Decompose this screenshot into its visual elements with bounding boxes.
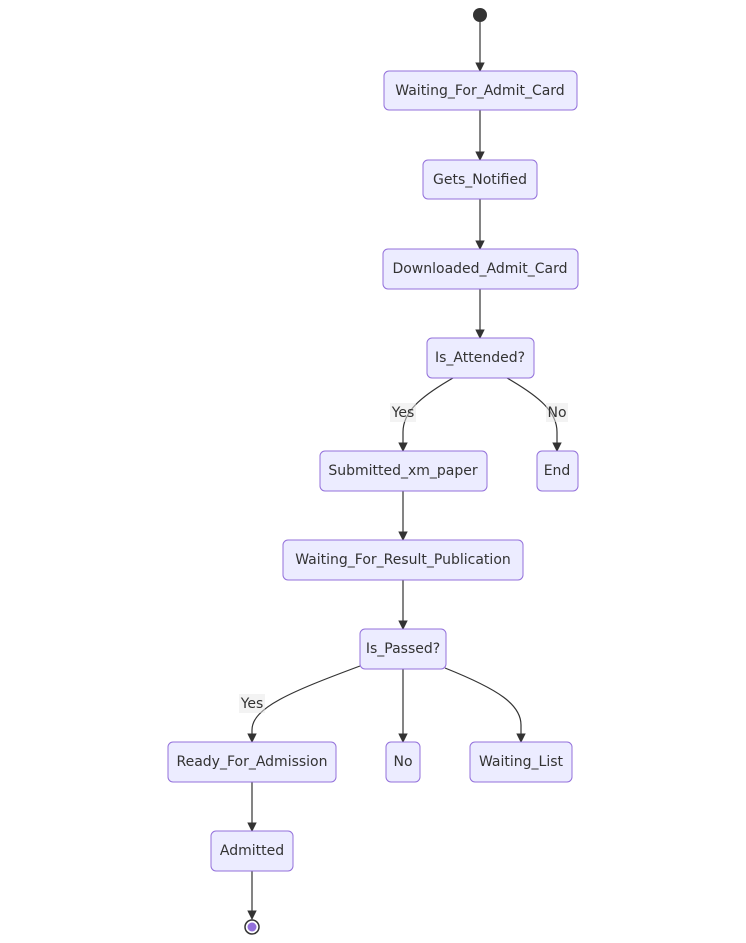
start-node: [473, 8, 487, 22]
state-admitted[interactable]: Admitted: [210, 830, 294, 872]
state-downloaded-admit-card[interactable]: Downloaded_Admit_Card: [382, 248, 579, 290]
state-submitted-xm-paper[interactable]: Submitted_xm_paper: [319, 450, 488, 492]
state-ready-for-admission[interactable]: Ready_For_Admission: [167, 741, 337, 783]
svg-text:No: No: [547, 405, 566, 421]
state-label: Is_Attended?: [435, 350, 525, 366]
edge-passed-to-waiting-list: [444, 667, 526, 743]
state-label: Gets_Notified: [433, 172, 527, 188]
state-label: Admitted: [220, 843, 284, 859]
state-label: Submitted_xm_paper: [328, 463, 478, 479]
state-label: No: [393, 754, 412, 770]
state-label: Ready_For_Admission: [177, 754, 328, 770]
edge-label-attended-yes: Yes: [390, 403, 416, 422]
state-is-passed[interactable]: Is_Passed?: [359, 628, 447, 670]
state-label: Waiting_For_Admit_Card: [395, 83, 564, 99]
edge-passed-to-ready: [247, 665, 361, 743]
edge-label-attended-no: No: [546, 403, 568, 422]
state-label: Waiting_List: [479, 754, 564, 770]
state-label: End: [544, 463, 571, 479]
state-label: Is_Passed?: [366, 641, 440, 657]
state-gets-notified[interactable]: Gets_Notified: [422, 159, 538, 200]
state-is-attended[interactable]: Is_Attended?: [426, 337, 535, 379]
svg-text:Yes: Yes: [391, 405, 415, 421]
state-end[interactable]: End: [536, 450, 579, 492]
state-no[interactable]: No: [385, 741, 421, 783]
state-waiting-for-admit-card[interactable]: Waiting_For_Admit_Card: [383, 70, 578, 111]
state-waiting-list[interactable]: Waiting_List: [469, 741, 573, 783]
state-label: Downloaded_Admit_Card: [392, 261, 567, 277]
state-waiting-for-result-publication[interactable]: Waiting_For_Result_Publication: [282, 539, 524, 581]
edge-label-passed-yes: Yes: [239, 694, 265, 713]
state-label: Waiting_For_Result_Publication: [295, 552, 511, 568]
svg-text:Yes: Yes: [240, 696, 264, 712]
end-node: [244, 919, 260, 935]
